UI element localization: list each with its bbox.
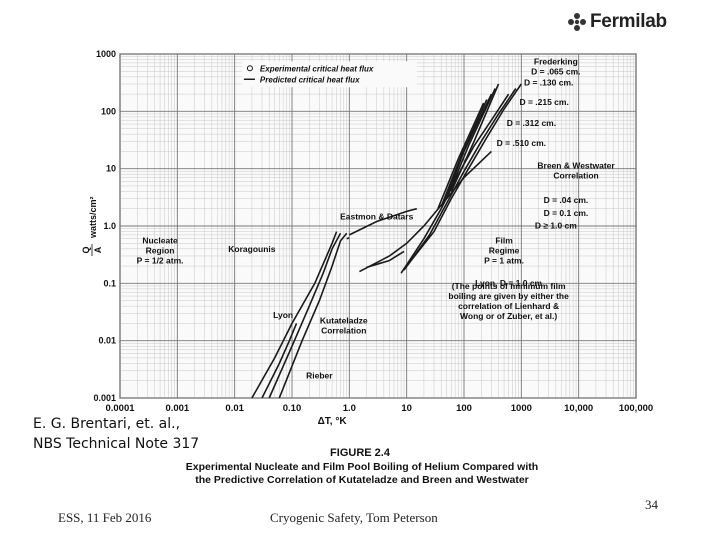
- annotation-text: Lyon, D = 1.0 cm: [475, 278, 542, 288]
- annotation-text: boiling are given by either the: [448, 291, 569, 301]
- x-tick-label: 1000: [511, 403, 532, 414]
- x-tick-label: 0.0001: [105, 403, 135, 414]
- x-tick-label: 1.0: [343, 403, 356, 414]
- y-axis-label-unit: watts/cm²: [88, 196, 98, 239]
- annotation-text: D = .065 cm.: [531, 67, 580, 77]
- figure-caption: the Predictive Correlation of Kutateladz…: [195, 474, 529, 486]
- annotation-text: P = 1/2 atm.: [137, 255, 184, 265]
- annotation-text: D = .215 cm.: [519, 97, 568, 107]
- annotation-text: D ≥ 1.0 cm: [535, 221, 577, 231]
- y-tick-label: 0.1: [103, 278, 116, 288]
- annotation-text: Region: [146, 245, 175, 255]
- figure-title: FIGURE 2.4: [330, 447, 391, 459]
- annotation-text: Regime: [489, 245, 520, 255]
- series-line-1: [251, 231, 338, 399]
- annotation-text: Lyon: [273, 310, 293, 320]
- x-tick-label: 0.001: [165, 403, 189, 414]
- series-line-2: [278, 232, 348, 399]
- annotation-text: Rieber: [306, 370, 333, 380]
- annotation-text: D = .510 cm.: [497, 138, 546, 148]
- x-tick-label: 10: [401, 403, 412, 414]
- legend-marker-circle: [246, 65, 253, 72]
- x-tick-label: 100: [456, 403, 472, 414]
- x-axis-label: ΔT, °K: [318, 416, 348, 427]
- y-axis-label-numerator: Q: [81, 246, 91, 253]
- annotation-text: D = .04 cm.: [544, 195, 589, 205]
- credit-line-2: NBS Technical Note 317: [33, 436, 200, 452]
- x-tick-label: 0.01: [225, 403, 244, 414]
- annotation-text: Nucleate: [142, 235, 178, 245]
- series-line-13: [445, 88, 496, 199]
- legend-label: Experimental critical heat flux: [260, 64, 374, 73]
- credit-line-1: E. G. Brentari, et. al.,: [33, 416, 181, 432]
- series-line-7: [366, 250, 405, 269]
- series-line-3: [268, 232, 342, 399]
- y-tick-label: 0.001: [93, 393, 116, 403]
- annotation-text: D = 0.1 cm.: [544, 208, 589, 218]
- figure-caption: Experimental Nucleate and Film Pool Boil…: [186, 461, 538, 473]
- y-tick-label: 10: [106, 164, 116, 174]
- fermilab-logo: Fermilab: [567, 10, 667, 34]
- series-line-11: [406, 83, 522, 267]
- annotation-text: Breen & Westwater: [537, 161, 615, 171]
- y-tick-label: 1000: [96, 49, 116, 59]
- y-axis-label-denominator: A: [93, 246, 103, 253]
- series-line-12: [450, 83, 500, 192]
- annotation-text: Kutateladze: [320, 315, 368, 325]
- fermilab-logo-icon: [568, 13, 586, 31]
- footer-title: Cryogenic Safety, Tom Peterson: [270, 510, 438, 525]
- x-tick-label: 10,000: [564, 403, 593, 414]
- annotation-text: Correlation: [321, 325, 366, 335]
- source-credit: E. G. Brentari, et. al., NBS Technical N…: [30, 414, 203, 454]
- series-line-10: [403, 88, 517, 271]
- fermilab-logo-text: Fermilab: [590, 11, 667, 32]
- series-line-16: [437, 102, 485, 210]
- annotation-text: Frederking: [534, 57, 578, 67]
- annotation-text: P = 1 atm.: [484, 255, 524, 265]
- series-line-15: [440, 99, 488, 207]
- annotation-text: Eastmon & Datars: [340, 211, 413, 221]
- y-tick-label: 1.0: [103, 221, 116, 231]
- y-tick-label: 100: [101, 106, 116, 116]
- footer-date: ESS, 11 Feb 2016: [58, 510, 152, 525]
- page-number: 34: [645, 497, 658, 512]
- annotation-text: D = .130 cm.: [524, 78, 573, 88]
- annotation-text: Correlation: [553, 171, 598, 181]
- y-tick-label: 0.01: [98, 336, 116, 346]
- legend-label: Predicted critical heat flux: [260, 75, 360, 84]
- series-line-4: [261, 323, 298, 399]
- annotation-text: (The points of minimum film: [452, 281, 566, 291]
- annotation-text: Koragounis: [228, 244, 275, 254]
- x-tick-label: 0.10: [283, 403, 302, 414]
- annotation-text: correlation of Lienhard &: [458, 301, 559, 311]
- annotation-text: D = .312 cm.: [507, 118, 556, 128]
- series-line-6: [346, 237, 350, 240]
- annotation-text: Film: [495, 235, 513, 245]
- legend-box: [241, 61, 417, 88]
- annotation-text: Wong or of Zuber, et al.): [460, 311, 557, 321]
- x-tick-label: 100,000: [619, 403, 653, 414]
- series-line-5: [348, 207, 418, 236]
